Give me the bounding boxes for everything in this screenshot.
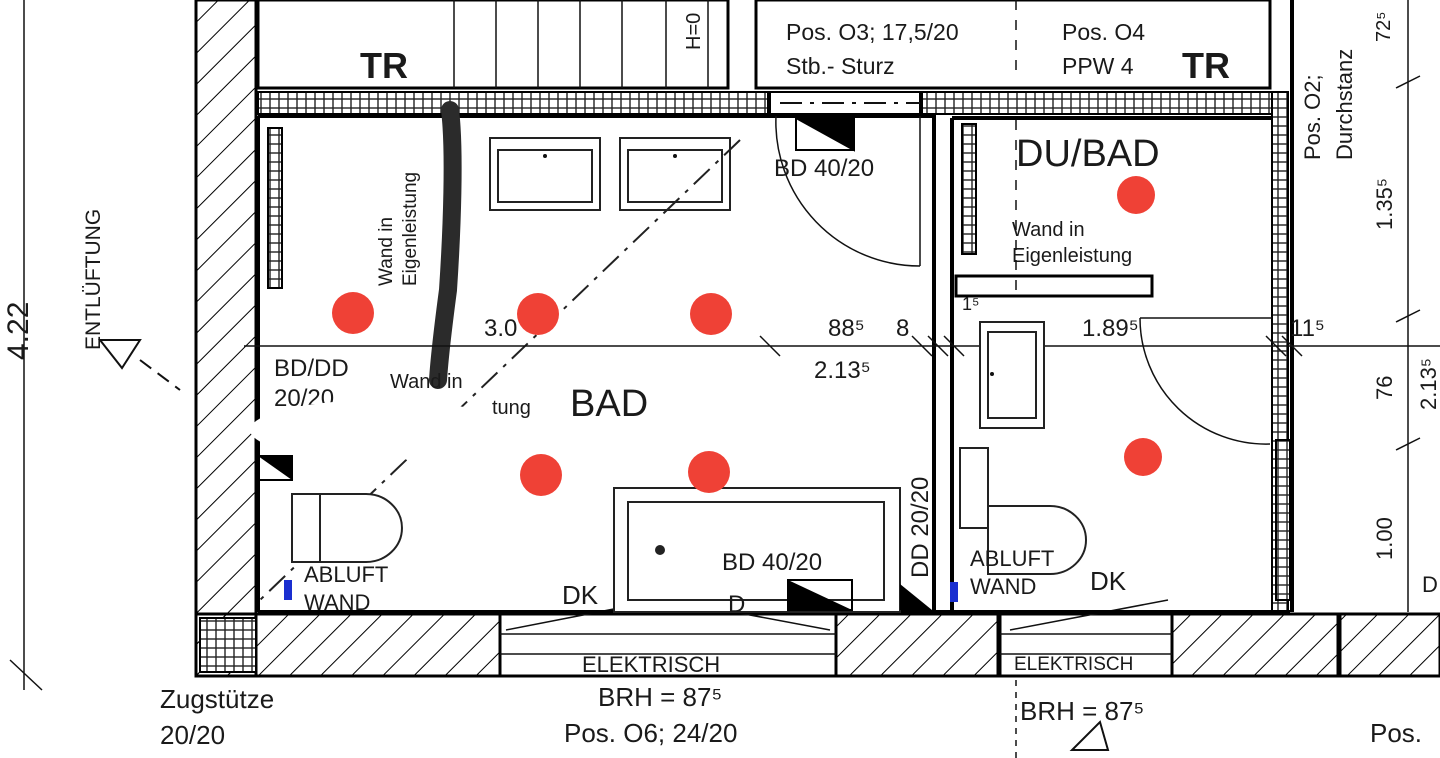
toilet-right: [959, 447, 1087, 575]
wand-eig-3-line2: tung: [492, 397, 531, 419]
dim-d-right: D: [1422, 572, 1438, 597]
door-swing-top: [775, 115, 921, 267]
zugstuetze-line2: 20/20: [160, 720, 225, 750]
door-swing-right: [1139, 317, 1272, 445]
wand-eig-1-line2: Eigenleistung: [400, 172, 421, 286]
toilet-left: [291, 493, 403, 563]
dim-11-5-a: 1⁵: [962, 294, 979, 314]
pos-o2-line1: Pos. O2;: [1300, 74, 1325, 160]
wand-eig-3-line1: Wand in: [390, 371, 463, 393]
arrow-up-icon: [1069, 720, 1110, 751]
dim-76: 76: [1372, 376, 1397, 400]
lintel-strip: [257, 91, 1273, 115]
dk-left-label: DK: [562, 580, 599, 610]
window-left: [498, 599, 838, 678]
abluft-right-1: ABLUFT: [970, 546, 1054, 571]
duct-marker-bottom: [788, 580, 852, 610]
tr-right-label: TR: [1182, 45, 1230, 86]
tr-left-label: TR: [360, 45, 408, 86]
h0-label: H=0: [683, 13, 705, 50]
du-bad-room-walls: [950, 116, 1272, 612]
dim-2-13-5-v: 2.13⁵: [1416, 358, 1440, 410]
red-markers: [332, 176, 1162, 496]
pos-o6-label: Pos. O6; 24/20: [564, 718, 737, 748]
room-du-bad-label: DU/BAD: [1016, 133, 1160, 175]
red-marker: [1124, 438, 1162, 476]
shelf-right: [961, 123, 977, 255]
dim-total-label: 4.22: [2, 302, 35, 360]
entlueftung-label: ENTLÜFTUNG: [82, 209, 105, 350]
outer-dimension-left: [9, 0, 43, 691]
abluft-left-2: WAND: [304, 590, 370, 615]
brh-left: BRH = 87⁵: [598, 682, 722, 712]
abluft-right-2: WAND: [970, 574, 1036, 599]
duct-marker-left: [258, 456, 292, 480]
dim-1-35-5: 1.35⁵: [1372, 178, 1397, 230]
pos-right-label: Pos.: [1370, 718, 1422, 748]
exterior-wall-left: [194, 0, 258, 678]
pos-o4-line1: Pos. O4: [1062, 19, 1145, 45]
sink-left: [489, 137, 601, 211]
elektrisch-left: ELEKTRISCH: [582, 652, 720, 677]
dimension-right-vertical: [1395, 0, 1421, 612]
exterior-wall-bottom: [194, 612, 1440, 678]
dim-11-5-b: 11⁵: [1290, 315, 1325, 342]
dimension-horizontal: [244, 335, 1440, 357]
pos-o3-line2: Stb.- Sturz: [786, 53, 895, 79]
pos-o3-line1: Pos. O3; 17,5/20: [786, 19, 959, 45]
dim-3-0: 3.0: [484, 315, 517, 342]
dim-1-89-5: 1.89⁵: [1082, 315, 1139, 342]
dim-8: 8: [896, 315, 909, 342]
dim-2-13-5: 2.13⁵: [814, 357, 871, 384]
brh-right: BRH = 87⁵: [1020, 696, 1144, 726]
marker-wall-stroke: [429, 101, 462, 389]
dk-right-label: DK: [1090, 566, 1127, 596]
shelf-right-low: [1275, 439, 1291, 601]
elektrisch-right: ELEKTRISCH: [1014, 654, 1133, 675]
abluft-indicator-right: [950, 582, 958, 602]
red-marker: [520, 454, 562, 496]
bd-40-20-top: BD 40/20: [774, 155, 874, 182]
dim-88-5: 88⁵: [828, 315, 865, 342]
red-marker: [517, 293, 559, 335]
sink-right: [619, 137, 731, 211]
dd-20-20-label: DD 20/20: [907, 477, 934, 578]
ventilation-arrow-icon: [97, 339, 181, 391]
stair-landing-right: [754, 0, 1272, 90]
red-marker: [1117, 176, 1155, 214]
bd-40-20-bottom: BD 40/20: [722, 549, 822, 576]
window-right: [998, 599, 1174, 678]
red-marker: [332, 292, 374, 334]
pos-o2-line2: Durchstanz: [1332, 49, 1357, 160]
d-mark-label: D: [728, 591, 745, 618]
zugstuetze-line1: Zugstütze: [160, 684, 274, 714]
erased-area: [250, 400, 510, 460]
duct-marker-top: [795, 117, 855, 152]
abluft-indicator-left: [284, 580, 292, 600]
wand-eig-1-line1: Wand in: [376, 217, 397, 286]
wand-eig-2-line2: Eigenleistung: [1012, 245, 1132, 267]
dim-72-5: 72⁵: [1373, 11, 1395, 42]
red-marker: [688, 451, 730, 493]
shower-tray: [979, 321, 1045, 429]
pos-o4-line2: PPW 4: [1062, 53, 1134, 79]
dim-1-00: 1.00: [1372, 517, 1397, 560]
bd-dd-line1: BD/DD: [274, 355, 349, 382]
shelf-left: [267, 127, 283, 289]
wand-eig-2-line1: Wand in: [1012, 219, 1085, 241]
room-bad-label: BAD: [570, 383, 648, 425]
staircase-left: [256, 0, 730, 90]
duct-marker-corner: [900, 584, 932, 610]
abluft-left-1: ABLUFT: [304, 562, 388, 587]
red-marker: [690, 293, 732, 335]
